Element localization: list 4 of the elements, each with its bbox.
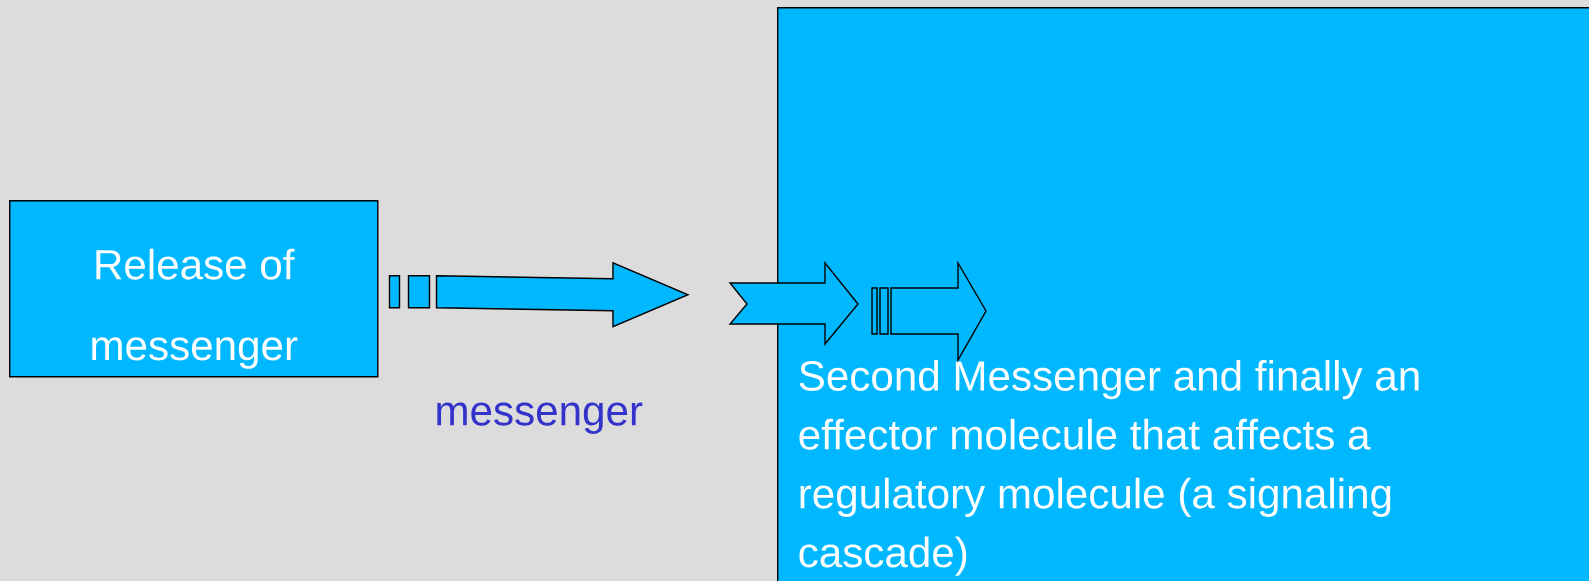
edge-label: messenger xyxy=(432,400,645,436)
process-box: Release of messenger xyxy=(9,200,379,378)
process-box: Second Messenger and finally an effector molecule that affects a regulatory molecule (a signaling cascade) xyxy=(777,7,1589,581)
block-arrow xyxy=(388,261,690,328)
